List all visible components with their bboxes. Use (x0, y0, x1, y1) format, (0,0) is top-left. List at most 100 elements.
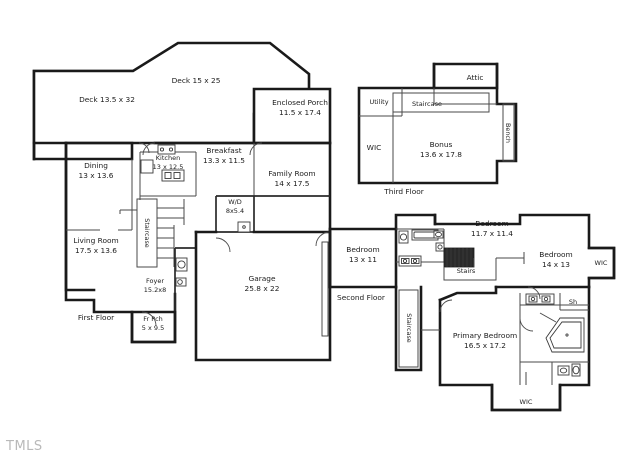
label-attic: Attic (467, 73, 484, 82)
door-arc-laundry (215, 237, 231, 253)
range-icon (161, 169, 185, 182)
label-bench: Bench (504, 123, 512, 143)
label-bonus: Bonus 13.6 x 17.8 (420, 140, 462, 159)
svg-text:W/D: W/D (228, 198, 242, 206)
label-family-room: Family Room 14 x 17.5 (268, 169, 315, 188)
staircase-third-floor (392, 92, 490, 113)
toilet-icon-second (398, 230, 409, 244)
label-utility: Utility (369, 98, 388, 106)
sink-icon-primary-wc (557, 365, 570, 376)
sink-icon-second-b (435, 242, 445, 252)
svg-text:13.3 x 11.5: 13.3 x 11.5 (203, 156, 245, 165)
laundry-fixture-icon (237, 221, 251, 233)
door-arc-deck-dining (138, 142, 150, 154)
label-wic-bedroom4: WIC (595, 259, 608, 267)
corner-tub-icon (545, 317, 585, 353)
svg-text:11.5 x 17.4: 11.5 x 17.4 (279, 108, 321, 117)
svg-text:13 x 11: 13 x 11 (349, 255, 377, 264)
svg-text:Bedroom: Bedroom (346, 245, 379, 254)
garage-door-symbol (321, 241, 329, 337)
toilet-icon-primary (571, 363, 581, 377)
cooktop-icon (157, 144, 176, 155)
svg-text:Breakfast: Breakfast (206, 146, 241, 155)
label-bedroom-2: Bedroom 13 x 11 (346, 245, 379, 264)
label-staircase-second: Staircase (405, 313, 413, 342)
label-first-floor: First Floor (78, 313, 115, 322)
wic-primary-outline (490, 383, 562, 412)
svg-text:14 x 13: 14 x 13 (542, 260, 570, 269)
svg-text:8x5.4: 8x5.4 (226, 207, 244, 215)
label-breakfast: Breakfast 13.3 x 11.5 (203, 146, 245, 165)
label-third-floor: Third Floor (383, 187, 425, 196)
label-staircase-third: Staircase (412, 100, 442, 108)
door-arc-primary-bath (519, 317, 534, 332)
svg-text:Kitchen: Kitchen (156, 154, 180, 162)
shower-divider (539, 312, 557, 323)
garage-outline (194, 230, 332, 362)
svg-text:14 x 17.5: 14 x 17.5 (275, 179, 310, 188)
sink-icon-powder (175, 277, 187, 287)
toilet-icon-powder (175, 257, 188, 272)
sink-icon (140, 159, 154, 174)
label-living-room: Living Room 17.5 x 13.6 (73, 236, 118, 255)
second-floor-left-shell (328, 227, 398, 289)
first-floor-left-exterior (64, 141, 96, 292)
svg-text:Dining: Dining (84, 161, 108, 170)
laundry-walls (215, 196, 255, 233)
primary-wc-wall (520, 361, 589, 385)
svg-text:Bedroom: Bedroom (475, 219, 508, 228)
first-floor-group: Deck 13.5 x 32 Deck 15 x 25 Enclosed Por… (32, 41, 332, 362)
door-arc-family-garage (315, 231, 331, 247)
label-bedroom-3: Bedroom 11.7 x 11.4 (471, 219, 513, 238)
bench-outline (502, 103, 515, 162)
svg-text:Primary Bedroom: Primary Bedroom (453, 331, 517, 340)
svg-text:13 x 12.5: 13 x 12.5 (153, 163, 184, 171)
label-primary-bedroom: Primary Bedroom 16.5 x 17.2 (453, 331, 517, 350)
label-shower: Sh (569, 298, 577, 306)
tmls-watermark: TMLS (5, 439, 43, 454)
svg-text:Bonus: Bonus (430, 140, 453, 149)
svg-text:16.5 x 17.2: 16.5 x 17.2 (464, 341, 506, 350)
label-front-porch: Fr Pch 5 x 9.5 (142, 315, 164, 332)
svg-text:25.8 x 22: 25.8 x 22 (245, 284, 280, 293)
label-staircase-first: Staircase (143, 218, 151, 247)
svg-text:Enclosed Porch: Enclosed Porch (272, 98, 328, 107)
door-arc-porch (249, 142, 263, 156)
svg-text:13 x 13.6: 13 x 13.6 (79, 171, 114, 180)
label-bedroom-4: Bedroom 14 x 13 (539, 250, 572, 269)
label-wic-third: WIC (367, 143, 382, 152)
svg-text:Bedroom: Bedroom (539, 250, 572, 259)
second-floor-group: Bedroom 13 x 11 Bedroom 11.7 x 11.4 Bedr… (328, 213, 616, 412)
label-second-floor: Second Floor (337, 293, 386, 302)
svg-text:Foyer: Foyer (146, 277, 164, 285)
label-deck-large: Deck 13.5 x 32 (79, 95, 135, 104)
label-wic-primary: WIC (520, 398, 533, 406)
attic-outline (432, 62, 499, 90)
stairs-second-floor (443, 247, 475, 268)
svg-text:5 x 9.5: 5 x 9.5 (142, 324, 164, 332)
door-arc-deck-dining-2 (142, 142, 156, 156)
wic-bedroom4-outline (587, 246, 616, 280)
stairs-enclosure (443, 252, 525, 281)
third-floor-shell (357, 62, 518, 185)
label-laundry: W/D 8x5.4 (226, 198, 244, 215)
staircase-second-floor (394, 285, 423, 372)
primary-suite-upper (438, 285, 498, 302)
svg-text:17.5 x 13.6: 17.5 x 13.6 (75, 246, 117, 255)
staircase-first-floor (119, 198, 185, 268)
sink-icon-second-a (433, 230, 444, 239)
svg-text:13.6 x 17.8: 13.6 x 17.8 (420, 150, 462, 159)
door-arc-bedroom4 (527, 286, 541, 300)
svg-text:Living Room: Living Room (73, 236, 118, 245)
door-arc-foyer-porch (141, 311, 157, 327)
svg-text:11.7 x 11.4: 11.7 x 11.4 (471, 229, 513, 238)
attic-lower-edge (433, 88, 497, 105)
shower-outline (559, 293, 589, 311)
label-stairs-second: Stairs (457, 267, 476, 275)
door-arc-primary-hall (439, 299, 453, 313)
front-porch-outline (130, 310, 177, 344)
label-deck-upper: Deck 15 x 25 (172, 76, 221, 85)
svg-text:Family Room: Family Room (268, 169, 315, 178)
